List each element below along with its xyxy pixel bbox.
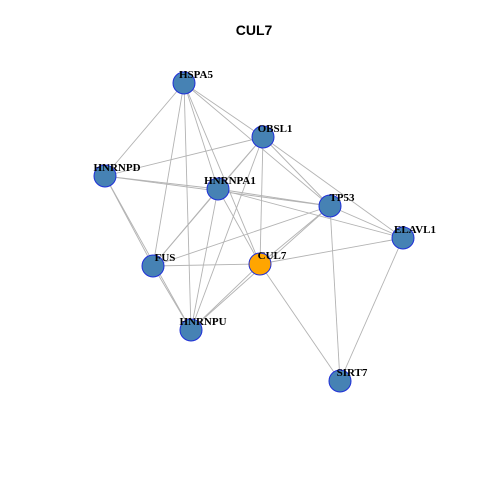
node-tp53: TP53 bbox=[318, 192, 355, 218]
edge-tp53-cul7 bbox=[259, 205, 331, 265]
edge-hspa5-cul7 bbox=[183, 82, 261, 265]
node-label-fus: FUS bbox=[155, 252, 176, 264]
node-hspa5: HSPA5 bbox=[172, 69, 214, 95]
edge-hspa5-hnrnpd bbox=[104, 82, 185, 177]
node-circle-hnrnpu bbox=[179, 318, 203, 342]
edge-hnrnpa1-hnrnpu bbox=[190, 188, 219, 331]
edge-hnrnpd-hnrnpu bbox=[104, 175, 192, 331]
edge-obsl1-hnrnpd bbox=[104, 136, 264, 177]
node-hnrnpd: HNRNPD bbox=[93, 162, 141, 188]
edge-cul7-sirt7 bbox=[259, 263, 341, 382]
edge-hnrnpa1-fus bbox=[152, 188, 219, 267]
edge-hspa5-obsl1 bbox=[183, 82, 264, 138]
edge-elavl1-sirt7 bbox=[339, 237, 404, 382]
node-elavl1: ELAVL1 bbox=[391, 224, 436, 250]
node-label-hnrnpd: HNRNPD bbox=[93, 162, 140, 174]
edge-hspa5-hnrnpu bbox=[183, 82, 192, 331]
edge-fus-hnrnpu bbox=[152, 265, 192, 331]
node-circle-tp53 bbox=[318, 194, 342, 218]
graph-title: CUL7 bbox=[236, 22, 273, 38]
node-label-hnrnpa1: HNRNPA1 bbox=[204, 175, 256, 187]
node-circle-cul7 bbox=[248, 252, 272, 276]
edge-hnrnpa1-tp53 bbox=[217, 188, 331, 207]
node-label-cul7: CUL7 bbox=[258, 250, 287, 262]
node-label-sirt7: SIRT7 bbox=[337, 367, 368, 379]
node-circle-hnrnpa1 bbox=[206, 177, 230, 201]
node-fus: FUS bbox=[141, 252, 176, 278]
node-hnrnpa1: HNRNPA1 bbox=[204, 175, 256, 201]
node-obsl1: OBSL1 bbox=[251, 123, 293, 149]
edge-cul7-hnrnpu bbox=[190, 263, 261, 331]
edge-hnrnpa1-cul7 bbox=[217, 188, 261, 265]
node-circle-hnrnpd bbox=[93, 164, 117, 188]
node-label-tp53: TP53 bbox=[329, 192, 355, 204]
edge-tp53-sirt7 bbox=[329, 205, 341, 382]
edge-elavl1-cul7 bbox=[259, 237, 404, 265]
edge-fus-cul7 bbox=[152, 263, 261, 267]
edge-layer bbox=[104, 82, 404, 382]
node-label-obsl1: OBSL1 bbox=[258, 123, 293, 135]
edge-hspa5-fus bbox=[152, 82, 185, 267]
edge-hnrnpa1-elavl1 bbox=[217, 188, 404, 239]
edge-tp53-elavl1 bbox=[329, 205, 404, 239]
node-circle-sirt7 bbox=[328, 369, 352, 393]
edge-hspa5-hnrnpa1 bbox=[183, 82, 219, 190]
edge-tp53-fus bbox=[152, 205, 331, 267]
node-cul7: CUL7 bbox=[248, 250, 287, 276]
node-sirt7: SIRT7 bbox=[328, 367, 368, 393]
node-label-hspa5: HSPA5 bbox=[179, 69, 214, 81]
edge-obsl1-tp53 bbox=[262, 136, 331, 207]
node-circle-elavl1 bbox=[391, 226, 415, 250]
edge-obsl1-hnrnpu bbox=[190, 136, 264, 331]
node-label-hnrnpu: HNRNPU bbox=[179, 316, 226, 328]
node-circle-hspa5 bbox=[172, 71, 196, 95]
node-label-elavl1: ELAVL1 bbox=[394, 224, 436, 236]
edge-obsl1-elavl1 bbox=[262, 136, 404, 239]
node-hnrnpu: HNRNPU bbox=[179, 316, 227, 342]
node-circle-fus bbox=[141, 254, 165, 278]
node-circle-obsl1 bbox=[251, 125, 275, 149]
